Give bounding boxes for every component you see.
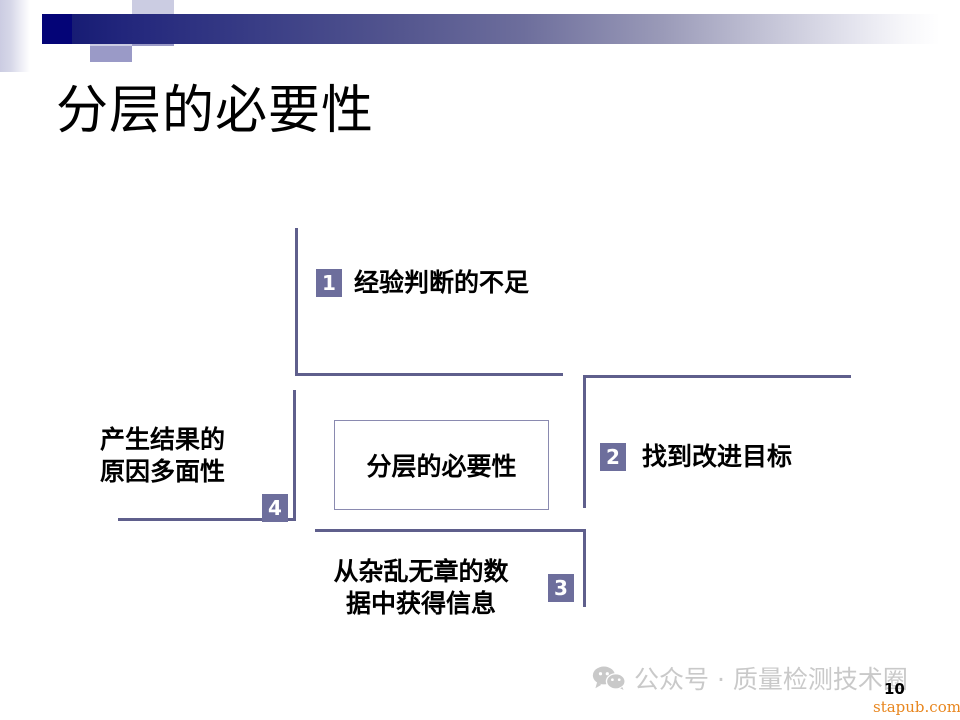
header-left-gradient-strip <box>0 0 30 72</box>
connector-2-vertical <box>583 375 586 508</box>
diagram-node-3[interactable]: 从杂乱无章的数 据中获得信息 <box>296 556 546 620</box>
diagram-node-4[interactable]: 产生结果的 原因多面性 <box>100 424 290 488</box>
node-3-label-line1: 从杂乱无章的数 <box>333 557 509 586</box>
diagram-node-2[interactable]: 2 找到改进目标 <box>600 440 792 473</box>
connector-3-vertical <box>583 529 586 607</box>
connector-1-horizontal <box>295 373 563 376</box>
site-url: stapub.com <box>873 698 960 716</box>
node-4-badge: 4 <box>262 494 288 522</box>
node-3-badge: 3 <box>548 574 574 602</box>
node-4-label-line1: 产生结果的 <box>100 425 226 454</box>
header-decoration <box>0 0 960 72</box>
connector-2-horizontal <box>583 375 851 378</box>
node-2-label: 找到改进目标 <box>642 442 793 471</box>
page-number: 10 <box>884 680 905 698</box>
connector-3-horizontal <box>315 529 586 532</box>
node-1-badge: 1 <box>316 269 342 297</box>
diagram-node-1[interactable]: 1 经验判断的不足 <box>316 266 529 299</box>
connector-1-vertical <box>295 228 298 376</box>
header-square-darknavy <box>42 14 72 30</box>
header-gradient-bar <box>72 14 940 44</box>
watermark-text: 公众号 · 质量检测技术圈 <box>634 665 908 694</box>
diagram-center-box[interactable]: 分层的必要性 <box>334 420 549 510</box>
watermark: 公众号 · 质量检测技术圈 <box>592 660 908 696</box>
connector-4-vertical <box>293 390 296 520</box>
node-4-label-line2: 原因多面性 <box>100 457 226 486</box>
page-title: 分层的必要性 <box>56 81 375 141</box>
center-box-label: 分层的必要性 <box>366 452 517 481</box>
node-3-label-line2: 据中获得信息 <box>345 589 496 618</box>
header-square-light-a <box>132 0 174 14</box>
node-2-badge: 2 <box>600 443 626 471</box>
wechat-icon <box>592 666 626 691</box>
connector-4-horizontal <box>118 518 296 521</box>
header-square-mid-d <box>90 46 132 62</box>
node-1-label: 经验判断的不足 <box>354 268 530 297</box>
header-square-darknavy-2 <box>42 30 72 44</box>
